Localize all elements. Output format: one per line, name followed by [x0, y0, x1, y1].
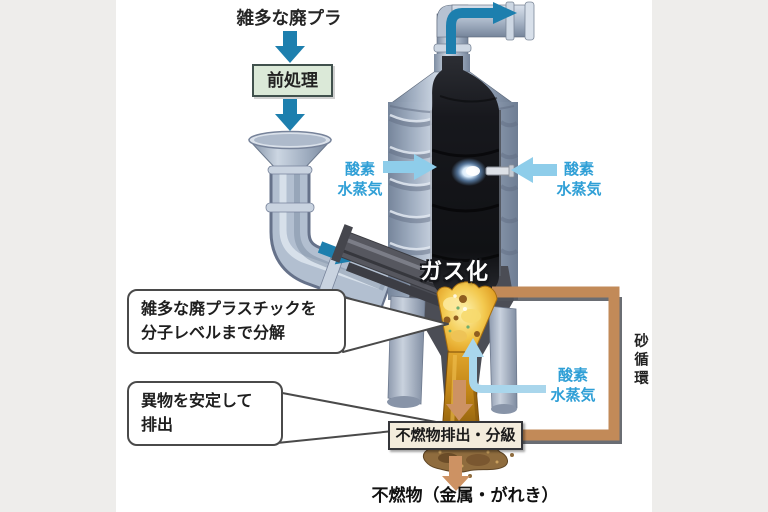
burner-nozzle — [485, 164, 515, 178]
callout-discharge: 異物を安定して 排出 — [127, 381, 283, 446]
right-margin-band — [652, 0, 768, 512]
slag-arrow-down-icon — [446, 380, 473, 421]
pretreatment-box: 前処理 — [252, 64, 333, 97]
oxygen-steam-label-left: 酸素 水蒸気 — [337, 161, 383, 198]
oxygen-steam-label-bottom: 酸素 水蒸気 — [550, 367, 596, 404]
feed-funnel-pipe — [247, 130, 396, 313]
callout-decompose: 雑多な廃プラスチックを 分子レベルまで分解 — [127, 289, 346, 354]
gasification-label: ガス化 — [420, 259, 490, 284]
input-arrow-down-icon — [275, 31, 305, 63]
oxygen-steam-label-right: 酸素 水蒸気 — [556, 161, 602, 198]
callout-decompose-line1: 雑多な廃プラスチックを — [141, 301, 317, 319]
left-margin-band — [0, 0, 116, 512]
incombustible-output-label: 不燃物（金属・がれき） — [371, 486, 559, 505]
incombustible-process-box: 不燃物排出・分級 — [388, 421, 523, 450]
callout-discharge-line2: 排出 — [141, 416, 174, 434]
output-arrow-down-icon — [442, 456, 470, 491]
syngas-flow-arrow-icon — [446, 2, 517, 58]
screw-feeder — [330, 224, 457, 308]
oxygen-arrow-left-icon — [383, 154, 437, 180]
pretreat-arrow-down-icon — [275, 99, 305, 131]
molten-waste-zone — [436, 281, 498, 358]
oxygen-arrow-bottom-icon — [462, 338, 546, 393]
sand-circulation-label: 砂循環 — [632, 333, 648, 389]
callout-decompose-line2: 分子レベルまで分解 — [141, 324, 286, 342]
oxygen-arrow-right-icon — [511, 157, 557, 183]
burner-flame-core — [466, 166, 480, 176]
callout-discharge-line1: 異物を安定して — [141, 393, 253, 411]
waste-input-label: 雑多な廃プラ — [236, 8, 342, 28]
